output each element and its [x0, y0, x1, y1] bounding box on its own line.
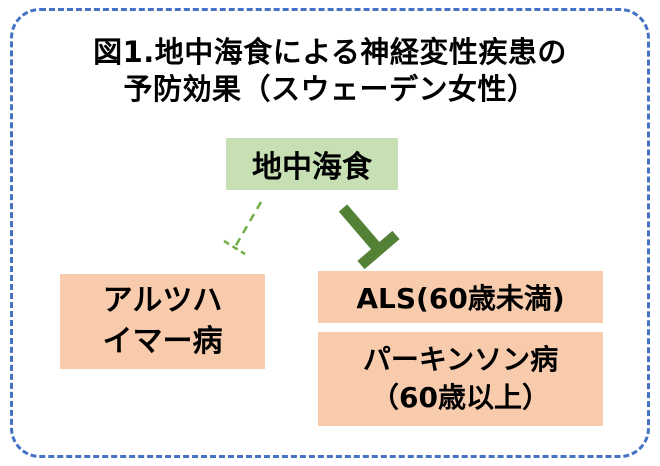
- node-parkinson-line2: （60歳以上）: [371, 381, 550, 414]
- node-mediterranean-diet-label: 地中海食: [252, 150, 372, 185]
- node-parkinson-line1: パーキンソン病: [362, 343, 559, 377]
- node-alzheimer: アルツハ イマー病: [60, 274, 265, 369]
- node-als: ALS(60歳未満): [318, 271, 603, 323]
- node-mediterranean-diet: 地中海食: [226, 138, 398, 190]
- figure-title: 図1.地中海食による神経変性疾患の 予防効果（スウェーデン女性）: [0, 34, 660, 108]
- figure-title-line1: 図1.地中海食による神経変性疾患の: [93, 35, 567, 69]
- dashed-inhibition-arrow: [223, 201, 263, 256]
- solid-inhibition-arrow: [338, 204, 400, 270]
- node-parkinson: パーキンソン病 （60歳以上）: [318, 332, 603, 426]
- node-als-label: ALS(60歳未満): [356, 282, 565, 315]
- node-alzheimer-line2: イマー病: [102, 323, 223, 359]
- node-alzheimer-line1: アルツハ: [102, 283, 223, 318]
- figure-title-line2: 予防効果（スウェーデン女性）: [123, 72, 537, 107]
